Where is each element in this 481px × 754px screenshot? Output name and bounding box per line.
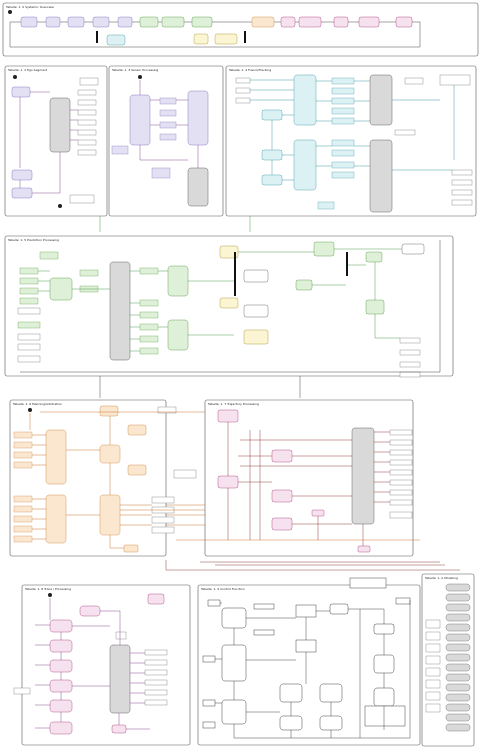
panel-title-overview: Tabelle: 1. 0 Systemic Overview <box>5 5 54 9</box>
panel-title-trajectory: Tabelle: 1. 7 Trajectory Processing <box>207 402 259 406</box>
legend-entry <box>445 693 471 702</box>
panel-hmi: Tabelle: 1. 8 Trace / Processing <box>13 584 191 746</box>
panel-title-fusion: Tabelle: 1. 4 Fusion/Tracking <box>228 68 271 72</box>
legend-entry <box>445 723 471 732</box>
panel-title-sensor: Tabelle: 1. 3 Sensor Processing <box>111 68 158 72</box>
panel-title-legend: Tabelle: 1. A Modeling <box>424 576 458 580</box>
panel-sensor: Tabelle: 1. 3 Sensor Processing <box>108 65 224 217</box>
panel-fusion: Tabelle: 1. 4 Fusion/Tracking <box>225 65 477 217</box>
legend-entry <box>445 653 471 662</box>
legend-entry <box>445 583 471 592</box>
legend-list <box>445 583 471 732</box>
panel-control: Tabelle: 1. 9 Control Function <box>197 577 421 746</box>
panel-ego: Tabelle: 1. 2 Ego Segment <box>4 65 108 217</box>
legend-entry <box>445 643 471 652</box>
panel-title-ego: Tabelle: 1. 2 Ego Segment <box>7 68 48 72</box>
panel-planning: Tabelle: 1. 6 Planning/Arbitration <box>9 399 240 557</box>
legend-entry <box>445 623 471 632</box>
panel-title-prediction: Tabelle: 1. 5 Prediction Processing <box>7 238 59 242</box>
legend-entry <box>445 673 471 682</box>
panel-legend: Tabelle: 1. A Modeling <box>421 573 475 747</box>
legend-entry <box>445 633 471 642</box>
panel-title-planning: Tabelle: 1. 6 Planning/Arbitration <box>12 402 62 406</box>
panel-overview: Tabelle: 1. 0 Systemic Overview <box>2 2 479 57</box>
legend-entry <box>445 683 471 692</box>
legend-entry <box>445 593 471 602</box>
panel-title-hmi: Tabelle: 1. 8 Trace / Processing <box>24 587 71 591</box>
legend-entry <box>445 713 471 722</box>
legend-entry <box>445 663 471 672</box>
panel-trajectory: Tabelle: 1. 7 Trajectory Processing <box>166 399 420 557</box>
panel-title-control: Tabelle: 1. 9 Control Function <box>200 587 245 591</box>
legend-entry <box>445 613 471 622</box>
legend-entry <box>445 603 471 612</box>
panel-prediction: Tabelle: 1. 5 Prediction Processing <box>4 235 454 378</box>
legend-entry <box>445 703 471 712</box>
overview-node <box>20 16 413 46</box>
